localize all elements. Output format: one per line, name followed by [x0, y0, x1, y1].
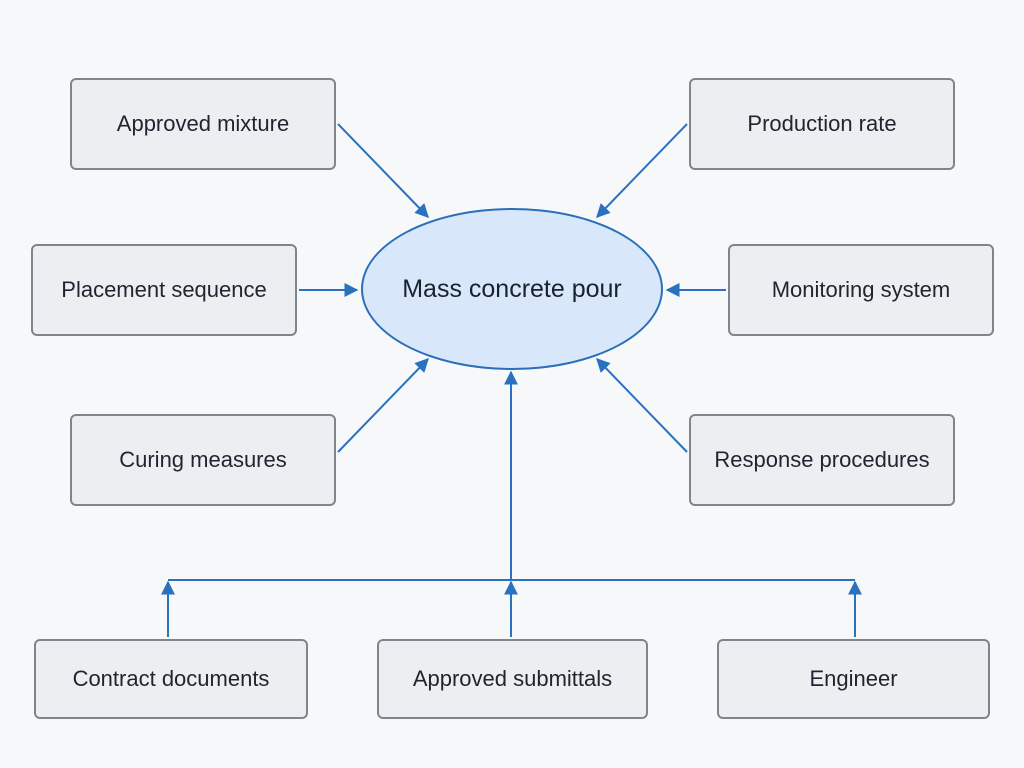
- arrow-production-rate-to-center: [596, 123, 688, 219]
- arrow-curing-measures-to-center: [337, 357, 429, 453]
- center-node-label: Mass concrete pour: [402, 274, 622, 303]
- node-label: Production rate: [747, 111, 897, 136]
- node-production-rate: Production rate: [689, 78, 955, 170]
- node-label: Response procedures: [714, 447, 930, 472]
- node-approved-mixture: Approved mixture: [70, 78, 336, 170]
- node-engineer: Engineer: [717, 639, 990, 719]
- node-label: Curing measures: [119, 447, 287, 472]
- node-curing-measures: Curing measures: [70, 414, 336, 506]
- arrow-response-procedures-to-center: [596, 357, 688, 453]
- node-placement-sequence: Placement sequence: [31, 244, 297, 336]
- arrow-approved-mixture-to-center: [337, 123, 429, 219]
- node-label: Approved mixture: [116, 111, 290, 136]
- node-response-procedures: Response procedures: [689, 414, 955, 506]
- node-label: Approved submittals: [412, 666, 613, 691]
- center-node-mass-concrete-pour: Mass concrete pour: [361, 208, 663, 370]
- node-monitoring-system: Monitoring system: [728, 244, 994, 336]
- node-approved-submittals: Approved submittals: [377, 639, 648, 719]
- node-label: Engineer: [809, 666, 898, 691]
- node-label: Monitoring system: [771, 277, 951, 302]
- node-label: Placement sequence: [61, 277, 267, 302]
- node-contract-documents: Contract documents: [34, 639, 308, 719]
- node-label: Contract documents: [72, 666, 270, 691]
